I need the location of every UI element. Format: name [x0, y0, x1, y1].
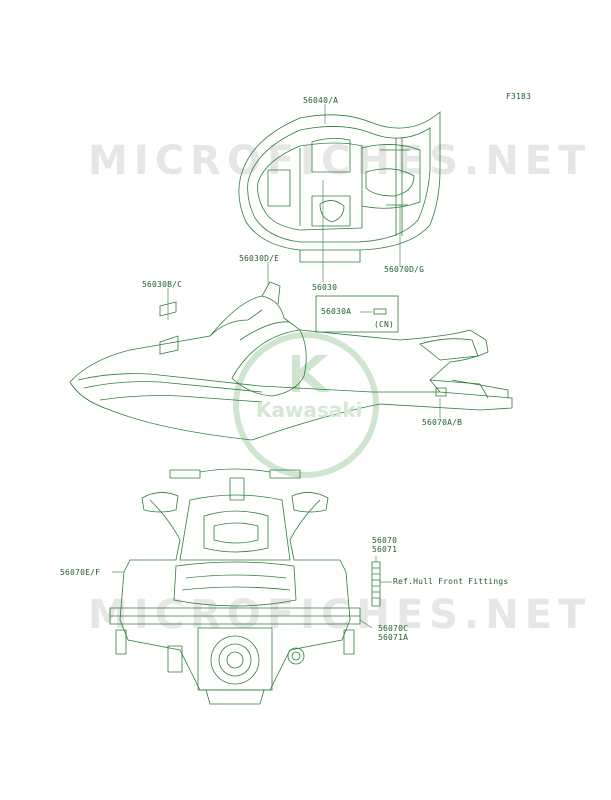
decal-56030a-box [315, 295, 399, 333]
side-view-drawing [69, 281, 513, 441]
top-view-drawing [238, 111, 441, 263]
figure-id: F3183 [506, 92, 532, 101]
label-56040a: 56040/A [303, 96, 339, 105]
label-cn: (CN) [374, 320, 395, 329]
label-56070c: 56070C [378, 624, 409, 633]
label-56030a: 56030A [321, 307, 352, 316]
kawasaki-logo-text: Kawasaki [256, 398, 363, 422]
leader-lines [112, 104, 441, 629]
label-56070: 56070 [372, 536, 398, 545]
label-56030de: 56030D/E [239, 254, 280, 263]
watermark-top: MICROFICHES.NET [88, 138, 592, 184]
label-56030: 56030 [312, 283, 338, 292]
label-ref-hull-front-fittings: Ref.Hull Front Fittings [393, 577, 509, 586]
label-56030bc: 56030B/C [142, 280, 183, 289]
label-56070dg: 56070D/G [384, 265, 425, 274]
hull-front-fitting-part [371, 561, 381, 607]
rear-view-drawing [109, 468, 361, 705]
label-56070ef: 56070E/F [60, 568, 101, 577]
watermark-bottom: MICROFICHES.NET [88, 592, 592, 638]
label-56071a: 56071A [378, 633, 409, 642]
label-56071: 56071 [372, 545, 398, 554]
label-56070ab: 56070A/B [422, 418, 463, 427]
